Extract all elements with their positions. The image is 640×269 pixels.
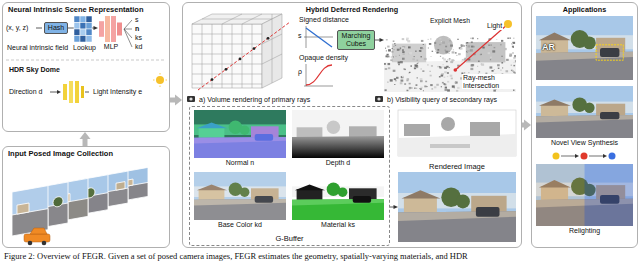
arrowhead bbox=[175, 95, 182, 106]
image-content bbox=[292, 110, 384, 158]
mlp-block: MLP bbox=[98, 16, 124, 42]
image-tile: Novel View Synthesis bbox=[536, 86, 633, 138]
image-content bbox=[398, 172, 516, 242]
connector-line bbox=[390, 207, 394, 208]
image-content bbox=[536, 164, 633, 226]
panel: Hybrid Deferred RenderingMarching CubesE… bbox=[182, 2, 522, 248]
image-tile: Relighting bbox=[536, 164, 633, 226]
connector-line bbox=[83, 138, 88, 146]
annotation-label: ρ bbox=[297, 68, 303, 76]
arrowhead bbox=[380, 38, 385, 42]
arrowhead bbox=[394, 205, 399, 209]
image-content bbox=[292, 172, 384, 220]
node-label: Hash bbox=[46, 24, 66, 32]
node-label: Input Posed Image Collection bbox=[8, 150, 113, 158]
panel: ApplicationsAR Novel View SynthesisReligh… bbox=[531, 2, 638, 248]
annotation-label: (x, y, z) bbox=[5, 24, 29, 32]
annotation-label: Lookup bbox=[72, 44, 97, 52]
arrowhead bbox=[80, 132, 91, 139]
flow-arrow bbox=[170, 95, 182, 106]
node-label: Hybrid Deferred Rendering bbox=[183, 6, 521, 14]
node-label: Normal n bbox=[226, 159, 254, 167]
annotation-label: s bbox=[134, 16, 140, 24]
image-tile: Depth d bbox=[292, 110, 384, 158]
image-tile: Material ks bbox=[292, 172, 384, 220]
connector bbox=[375, 38, 384, 42]
node-label: Novel View Synthesis bbox=[551, 139, 618, 147]
annotation-label: n bbox=[134, 25, 140, 33]
node-label: AR bbox=[542, 43, 555, 53]
annotation-label: s bbox=[297, 32, 303, 40]
node-label: Rendered Image bbox=[429, 163, 485, 171]
connector-line bbox=[170, 98, 176, 103]
image-content bbox=[194, 110, 286, 158]
annotation-label: Neural intrinsic field bbox=[6, 44, 69, 52]
image-tile: Rendered Image bbox=[398, 172, 516, 242]
node-label: Base Color kd bbox=[218, 221, 262, 229]
flow-arrow bbox=[80, 132, 91, 146]
arrowhead bbox=[524, 120, 531, 131]
image-content bbox=[194, 172, 286, 220]
node-label: Material ks bbox=[321, 221, 355, 229]
node-label: Relighting bbox=[569, 227, 600, 235]
node-label: Neural Intrinsic Scene Representation bbox=[8, 6, 143, 14]
process-box: Marching Cubes bbox=[337, 30, 375, 50]
panel: Input Posed Image Collection bbox=[2, 146, 170, 248]
image-tile: Base Color kd bbox=[194, 172, 286, 220]
annotation-label: Direction d bbox=[8, 88, 43, 96]
node-label: Depth d bbox=[326, 159, 351, 167]
annotation-label: ks bbox=[134, 34, 143, 42]
connector bbox=[390, 205, 398, 209]
annotation-label: Light bbox=[486, 22, 503, 30]
annotation-label: Light Intensity e bbox=[92, 88, 143, 96]
image-content bbox=[98, 16, 124, 42]
node-label: MLP bbox=[104, 43, 118, 51]
image-content bbox=[536, 86, 633, 138]
gbuffer-group: G-BufferNormal nDepth dBase Color kdMate… bbox=[189, 106, 390, 246]
annotation-label: Signed distance bbox=[298, 16, 350, 24]
process-box: Hash bbox=[44, 22, 68, 34]
flow-arrow bbox=[522, 120, 531, 131]
node-label: Marching Cubes bbox=[339, 32, 373, 47]
node-label: G-Buffer bbox=[190, 235, 389, 243]
node-label: Applications bbox=[532, 6, 637, 14]
image-tile: AR bbox=[536, 16, 633, 80]
annotation-label: Opaque density bbox=[298, 54, 349, 62]
annotation-label: a) Volume rendering of primary rays bbox=[198, 96, 311, 104]
annotation-label: HDR Sky Dome bbox=[8, 66, 61, 74]
annotation-label: Ray-mesh Intersection bbox=[462, 74, 518, 89]
arrowhead bbox=[94, 26, 99, 30]
image-tile: Normal n bbox=[194, 110, 286, 158]
annotation-label: kd bbox=[134, 43, 143, 51]
annotation-label: b) Visibility query of secondary rays bbox=[386, 96, 498, 104]
figure-caption: Figure 2: Overview of FEGR. Given a set … bbox=[4, 252, 468, 261]
connector-line bbox=[375, 40, 380, 41]
